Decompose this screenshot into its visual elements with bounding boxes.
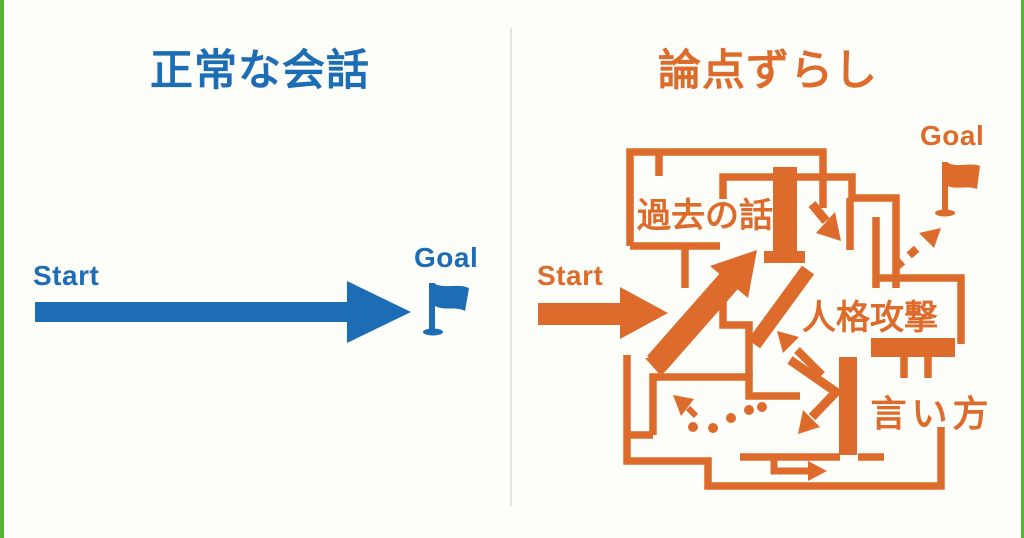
maze-label-phrasing: 言い方	[870, 393, 994, 434]
dashed-arrow-to-goal	[892, 228, 941, 271]
dotted-backtrack-arrow	[673, 395, 767, 433]
maze-walls	[623, 148, 965, 490]
maze-label-past-topic: 過去の話	[637, 197, 773, 235]
green-border-right	[1021, 0, 1024, 538]
left-panel-title: 正常な会話	[150, 47, 370, 95]
left-goal-label: Goal	[414, 242, 479, 273]
goal-flag-icon	[423, 283, 469, 336]
maze-diagonal-rod	[747, 265, 815, 349]
straight-arrow	[35, 281, 411, 343]
left-start-label: Start	[33, 260, 100, 291]
maze-arrow-down-right	[808, 201, 841, 241]
right-panel-title: 論点ずらし	[658, 47, 878, 95]
maze-label-personal-attack: 人格攻撃	[802, 299, 938, 337]
green-border-left	[0, 0, 4, 538]
maze-arrow-up-left	[777, 331, 825, 378]
maze-arrow-right	[770, 455, 827, 481]
maze-start-arrow	[538, 287, 668, 339]
maze-diagonal-arrow-1	[645, 250, 757, 376]
panel-divider	[510, 28, 512, 506]
maze-zigzag-arrow	[787, 356, 843, 434]
right-start-label: Start	[537, 260, 604, 291]
goal-flag-icon	[935, 162, 980, 217]
right-goal-label: Goal	[920, 120, 985, 151]
maze-blocker-bars	[764, 167, 955, 455]
